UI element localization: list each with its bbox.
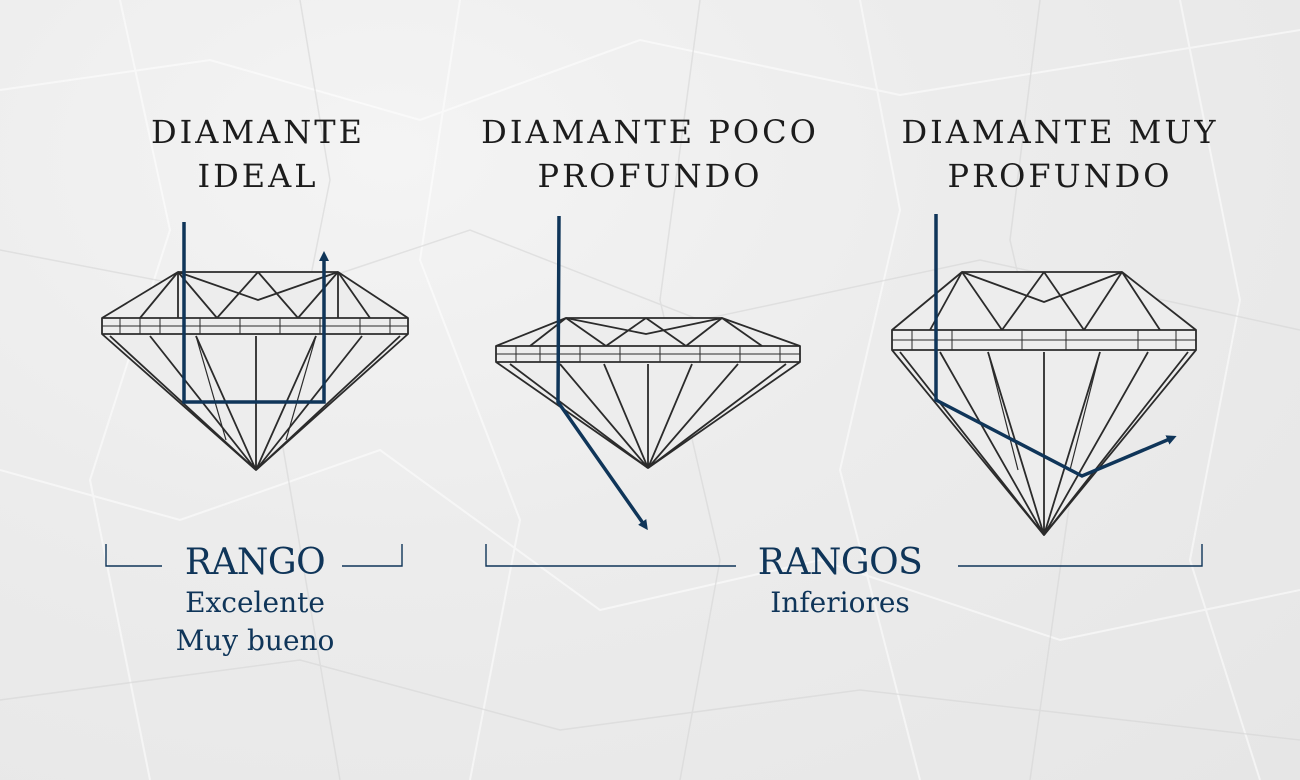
light-ray-ideal (182, 222, 329, 404)
range-inferior-heading: RANGOS (757, 542, 923, 583)
title-muy-profundo-line-1: DIAMANTE MUY (901, 113, 1219, 151)
range-ideal-line-2: Muy bueno (175, 624, 335, 657)
bracket-inferior (485, 544, 1203, 567)
range-ideal: RANGO Excelente Muy bueno (150, 542, 360, 660)
range-ideal-heading: RANGO (184, 542, 326, 583)
title-muy-profundo: DIAMANTE MUY PROFUNDO (890, 110, 1230, 198)
diamond-ideal-drawing (101, 271, 409, 471)
bracket-ideal (105, 544, 403, 567)
title-ideal-line-2: IDEAL (197, 157, 319, 195)
light-ray-poco-profundo (556, 215, 648, 531)
light-ray-muy-profundo (934, 214, 1177, 478)
title-poco-profundo: DIAMANTE POCO PROFUNDO (470, 110, 830, 198)
title-ideal: DIAMANTE IDEAL (128, 110, 388, 198)
title-poco-profundo-line-2: PROFUNDO (537, 157, 763, 195)
range-inferior-line-1: Inferiores (770, 586, 910, 619)
range-inferior: RANGOS Inferiores (730, 542, 950, 622)
title-ideal-line-1: DIAMANTE (151, 113, 365, 151)
range-ideal-line-1: Excelente (185, 586, 325, 619)
diamond-muy-profundo-drawing (891, 271, 1197, 536)
title-muy-profundo-line-2: PROFUNDO (947, 157, 1173, 195)
diamond-poco-profundo-drawing (495, 317, 801, 469)
title-poco-profundo-line-1: DIAMANTE POCO (481, 113, 819, 151)
